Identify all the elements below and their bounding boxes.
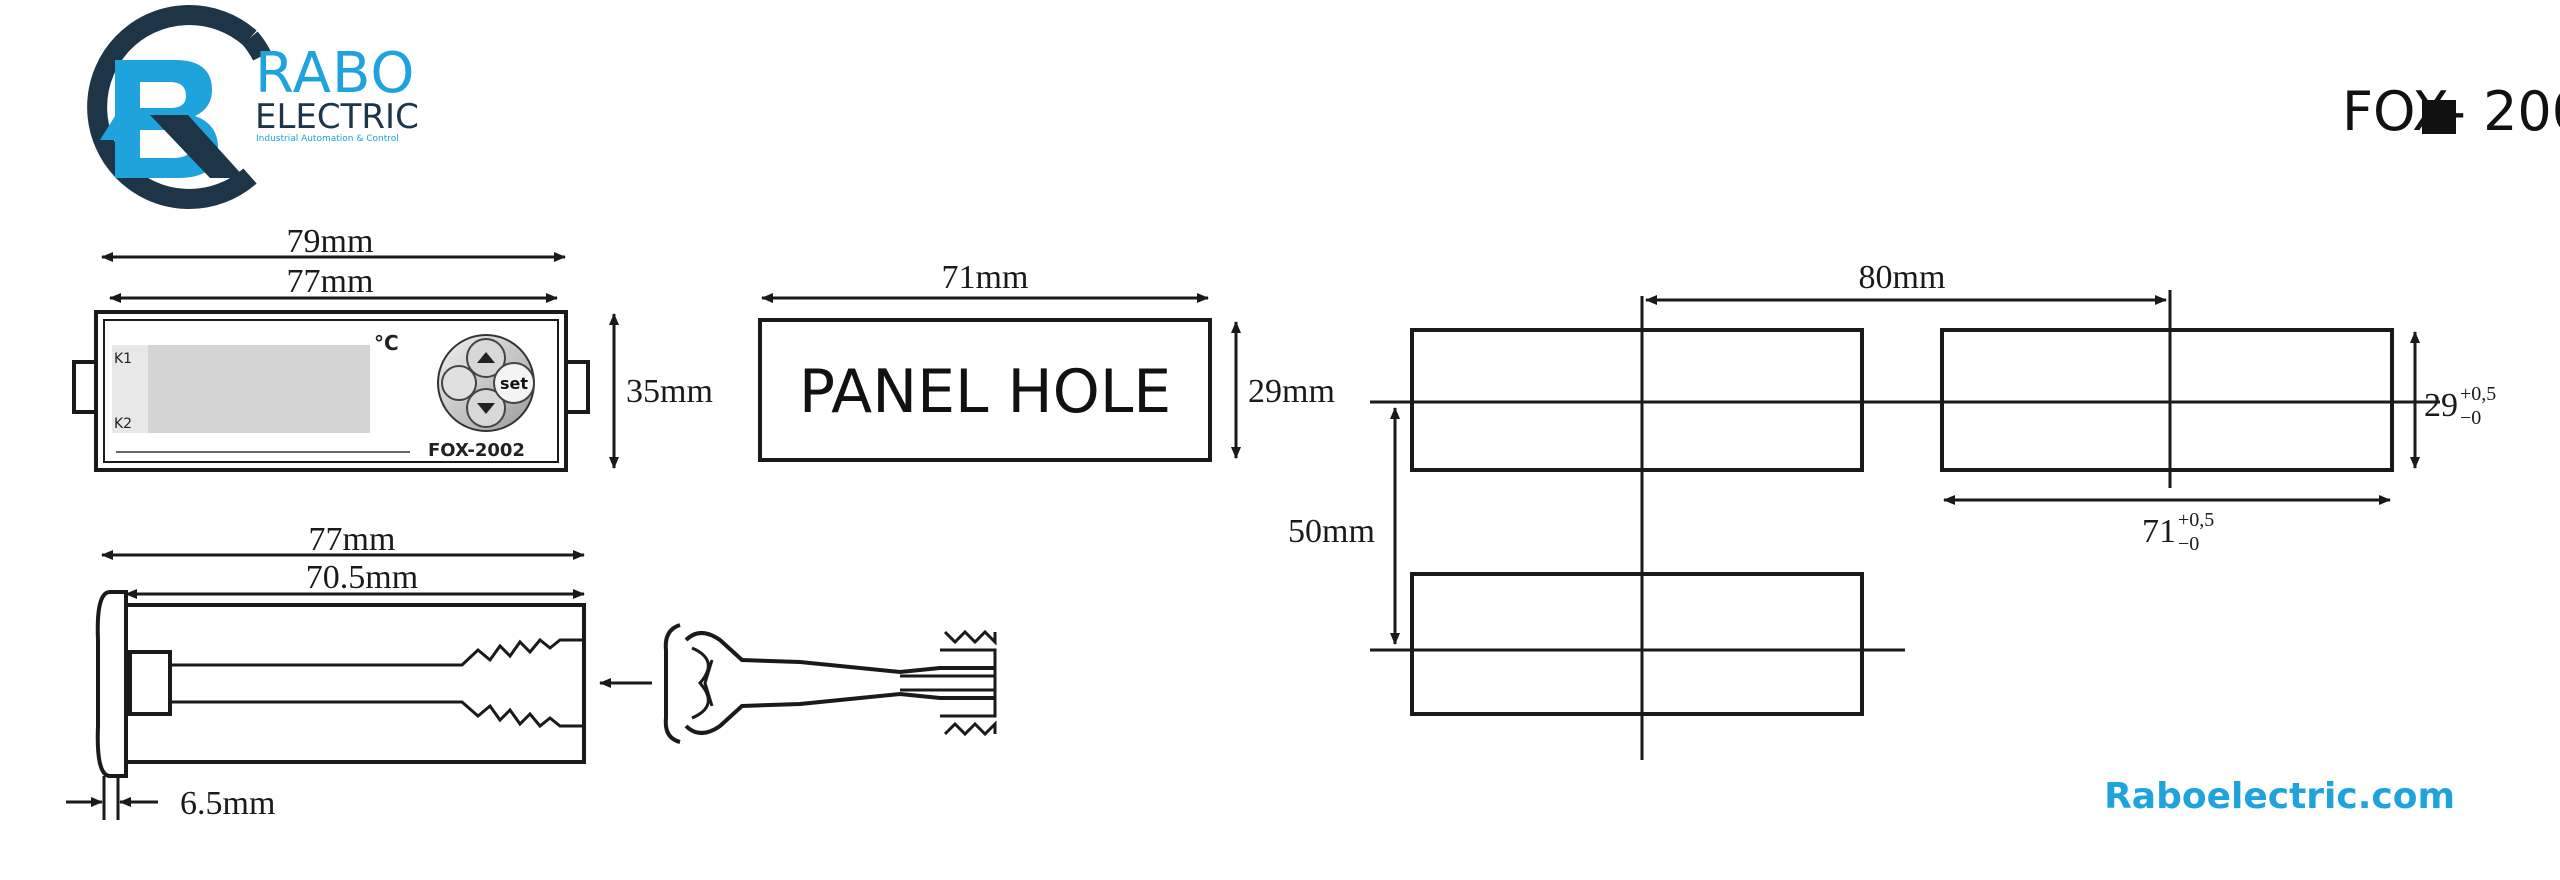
clip-screw-teeth-bottom	[943, 720, 997, 737]
arrow-up-icon	[477, 352, 495, 363]
dim-label-79: 79mm	[287, 223, 374, 260]
clip-arm-bottom	[684, 691, 995, 735]
panel-hole-rect	[758, 318, 1212, 462]
left-clip	[72, 360, 98, 414]
title-bullet-icon	[2422, 100, 2456, 134]
right-clip	[564, 360, 590, 414]
logo-sub-text: ELECTRIC	[255, 97, 419, 137]
brand-logo: RABO ELECTRIC Industrial Automation & Co…	[87, 5, 419, 209]
front-view: 79mm 77mm K1 K2 °C FOX-2002 set 35mm	[72, 223, 713, 472]
dim-label-35: 35mm	[626, 373, 713, 410]
clip-spring	[691, 646, 710, 720]
keypad: set	[437, 334, 535, 432]
tol-minus-29: −0	[2460, 407, 2481, 429]
cutout-layout: 80mm 50mm 29 +0,5 −0 71 +0,5 −0	[1288, 259, 2496, 760]
display-window	[148, 345, 370, 433]
dim-label-70-5: 70.5mm	[306, 559, 418, 596]
cutout-top-left	[1410, 328, 1864, 472]
side-clip-window	[128, 650, 172, 716]
clip-screw-teeth-top	[943, 629, 997, 646]
tol-plus-71: +0,5	[2178, 509, 2214, 531]
unit-label: °C	[374, 331, 399, 355]
side-rail-bottom	[170, 700, 584, 729]
clip-screw-body	[940, 648, 997, 718]
website-link[interactable]: Raboelectric.com	[2104, 776, 2455, 817]
dim-label-50: 50mm	[1288, 513, 1375, 550]
tol-plus-29: +0,5	[2460, 383, 2496, 405]
title-block: ابعاد کنترلر دما کنوتک مدل FOX- 2002	[2342, 80, 2560, 143]
controller-front-bezel	[103, 319, 559, 463]
side-view: 77mm 70.5mm 6.5mm	[66, 521, 997, 822]
dim-label-71-cut: 71	[2142, 513, 2176, 550]
tol-minus-71: −0	[2178, 533, 2199, 555]
mounting-clip	[663, 623, 997, 744]
dim-label-29-panel: 29mm	[1248, 373, 1335, 410]
clip-hook	[663, 623, 681, 744]
set-button[interactable]	[493, 362, 535, 404]
panel-hole-view: 71mm PANEL HOLE 29mm	[758, 259, 1335, 462]
clip-arm-top	[684, 631, 995, 675]
cutout-bottom-left	[1410, 572, 1864, 716]
model-label: FOX-2002	[428, 440, 525, 461]
side-rail-top	[170, 637, 584, 667]
display-margin	[112, 345, 148, 433]
arrow-down-icon	[477, 403, 495, 414]
logo-mark-icon	[100, 60, 245, 178]
dim-label-6-5: 6.5mm	[180, 785, 275, 822]
dim-label-29-cut: 29	[2424, 387, 2458, 424]
k1-label: K1	[114, 351, 132, 367]
dim-label-80: 80mm	[1859, 259, 1946, 296]
cutout-top-right	[1940, 328, 2394, 472]
dim-label-77-front: 77mm	[287, 263, 374, 300]
side-body	[124, 603, 586, 764]
panel-hole-label: PANEL HOLE	[799, 357, 1171, 427]
k2-label: K2	[114, 416, 132, 432]
clip-spring-inner	[703, 659, 714, 707]
left-button[interactable]	[441, 365, 477, 401]
logo-brand-text: RABO	[255, 41, 415, 106]
dim-label-71-panel: 71mm	[942, 259, 1029, 296]
set-button-label: set	[500, 374, 528, 393]
side-front-bezel	[95, 590, 128, 778]
logo-tagline: Industrial Automation & Control	[256, 134, 399, 144]
dim-label-77-side: 77mm	[309, 521, 396, 558]
